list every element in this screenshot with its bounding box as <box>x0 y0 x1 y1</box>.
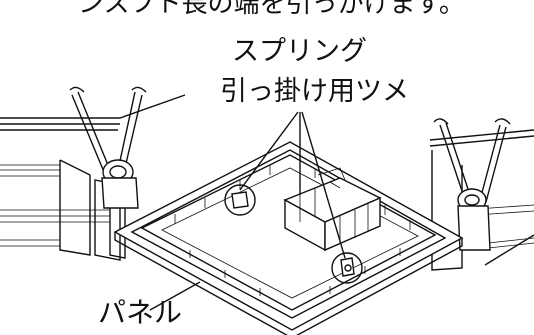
spring-hook-label-line2: 引っ掛け用ツメ <box>220 76 409 107</box>
panel <box>113 141 464 335</box>
spring-hook-label-line1: スプリング <box>232 36 367 67</box>
panel-label: パネル <box>98 296 182 329</box>
panel-leader-line <box>149 281 201 311</box>
right-spring-hanger <box>433 118 511 251</box>
spring-hook-leader-lines <box>239 111 346 259</box>
spring-hook-claw-left <box>224 184 256 216</box>
caption-top-partial: ンスフト長の端を引っかけます。 <box>78 0 465 19</box>
left-spring-hanger <box>69 86 147 259</box>
spring-hook-claw-right <box>331 252 363 284</box>
